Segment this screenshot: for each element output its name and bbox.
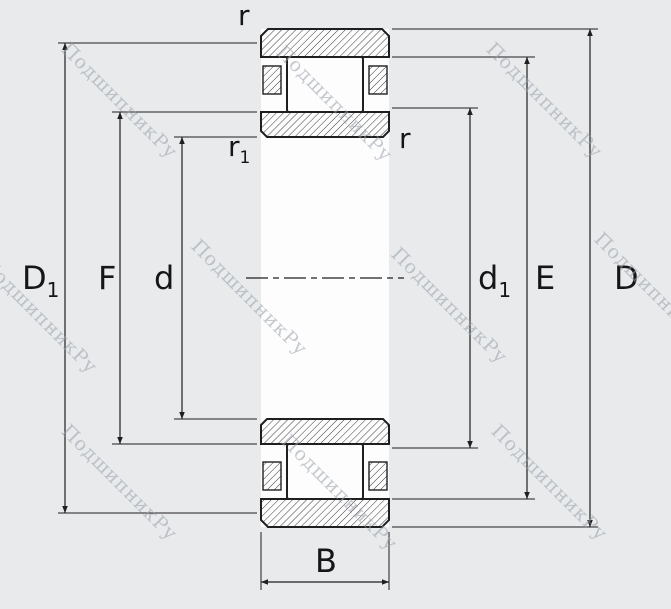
extension-lines bbox=[58, 28, 598, 590]
label-B: B bbox=[315, 542, 337, 580]
cage-top-right bbox=[368, 65, 388, 95]
label-r-right: r bbox=[399, 122, 411, 155]
label-D1: D1 bbox=[22, 259, 59, 302]
label-d: d bbox=[154, 259, 174, 297]
cage-bottom-right bbox=[368, 461, 388, 491]
dimension-lines bbox=[62, 29, 593, 585]
label-F: F bbox=[98, 259, 116, 297]
dimension-labels: r r1 r D1 F d d1 E D B bbox=[22, 0, 639, 580]
inner-ring-bottom-section bbox=[260, 418, 390, 445]
cage-top-left bbox=[262, 65, 282, 95]
label-D: D bbox=[614, 259, 639, 297]
inner-ring-top-section bbox=[260, 111, 390, 138]
outer-ring-top-section bbox=[260, 28, 390, 58]
cage-bottom-left bbox=[262, 461, 282, 491]
label-d1: d1 bbox=[478, 259, 511, 302]
label-r-top: r bbox=[238, 0, 250, 32]
label-E: E bbox=[535, 259, 555, 297]
label-r1: r1 bbox=[228, 130, 250, 168]
outer-ring-bottom-section bbox=[260, 498, 390, 528]
